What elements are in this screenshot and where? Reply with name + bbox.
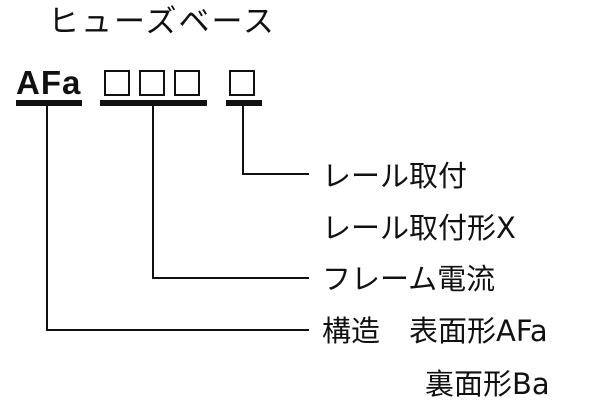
- code-slot-1: [104, 70, 130, 96]
- current-code-underline: [100, 100, 207, 106]
- option-frame-current: フレーム電流: [322, 262, 496, 296]
- connector-mount: [242, 105, 309, 175]
- option-structure-front: 構造 表面形AFa: [322, 314, 548, 348]
- connector-frame-current: [152, 105, 309, 279]
- diagram-title: ヒューズベース: [48, 4, 276, 40]
- code-slot-2: [139, 70, 165, 96]
- option-rail-mount: レール取付: [322, 159, 468, 193]
- connector-structure: [46, 105, 309, 331]
- code-slot-4: [229, 70, 255, 96]
- option-structure-back: 裏面形Ba: [425, 367, 550, 401]
- mount-code-underline: [226, 100, 262, 106]
- model-code-prefix: AFa: [16, 64, 82, 101]
- code-slot-3: [174, 70, 200, 96]
- option-rail-mount-type-x: レール取付形X: [322, 211, 516, 245]
- prefix-underline: [16, 100, 82, 106]
